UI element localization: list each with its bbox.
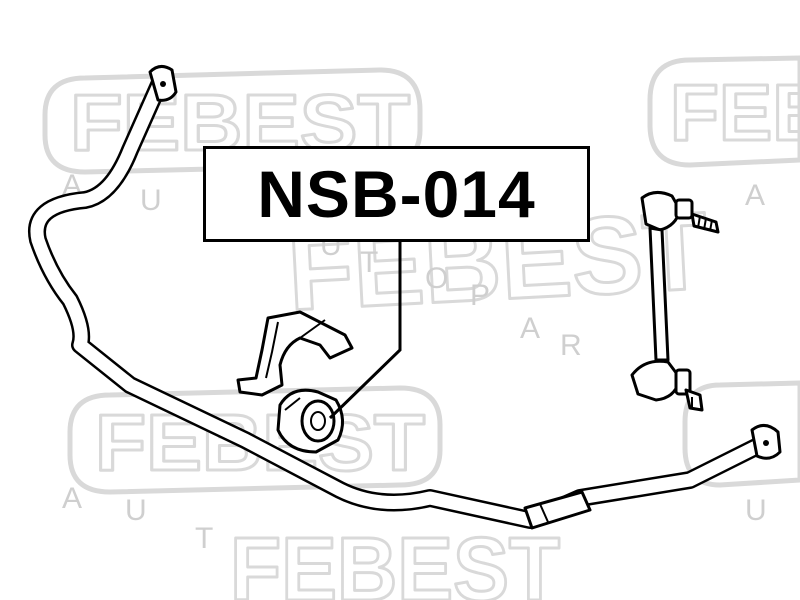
- label-leader-line: [328, 242, 402, 420]
- stabilizer-bar-sleeve: [523, 490, 592, 530]
- watermark-letter: O: [425, 262, 448, 295]
- watermark-logo-bottom-right: [682, 380, 800, 488]
- watermark-letter: P: [470, 279, 490, 312]
- watermark-logo-bottom: FEBEST: [229, 519, 562, 600]
- watermark-letter: U: [745, 494, 767, 527]
- watermark-letter: A: [62, 482, 82, 515]
- stabilizer-bushing-icon: [276, 388, 344, 454]
- watermark-logo-top-right: FEBEST: [647, 55, 800, 168]
- watermark-letter: U: [125, 494, 147, 527]
- watermark-brand-text: FEBEST: [670, 68, 800, 157]
- watermark-letter: R: [560, 329, 582, 362]
- stabilizer-link-icon: [630, 191, 720, 412]
- watermark-letter: U: [140, 184, 162, 217]
- part-number-label: NSB-014: [203, 146, 590, 242]
- watermark-brand-text: FEBEST: [230, 520, 560, 600]
- watermark-letter: T: [360, 246, 378, 279]
- bushing-clamp-bracket-icon: [236, 310, 354, 397]
- watermark-letter: A: [520, 312, 540, 345]
- stabilizer-bar-inner: [30, 71, 767, 527]
- watermark-background: FEBEST FEBEST FEBEST FEBEST FEBEST: [42, 55, 800, 600]
- watermark-letter: T: [195, 522, 213, 555]
- stabilizer-bar-icon: [28, 65, 782, 530]
- watermark-letter: A: [745, 179, 765, 212]
